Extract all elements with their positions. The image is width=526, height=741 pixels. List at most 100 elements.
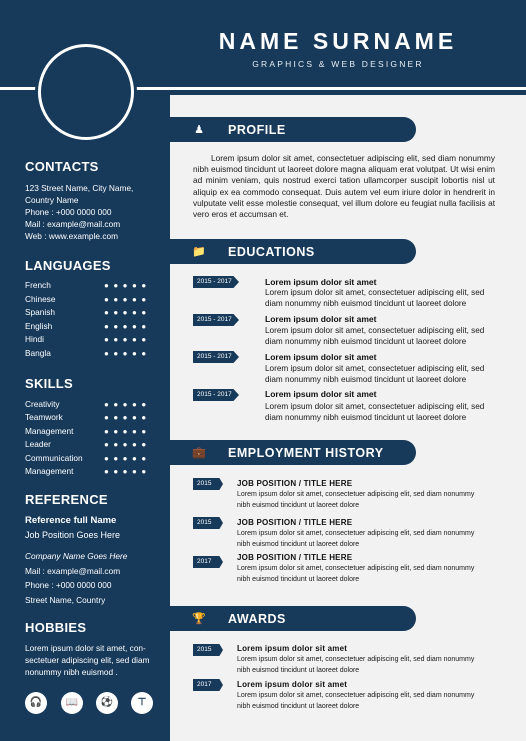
award-year-tag: 2015: [193, 644, 223, 656]
skill-item: Management ●●●●●: [25, 466, 155, 479]
education-title: Lorem ipsum dolor sit amet: [265, 277, 377, 287]
hobby-icons: 🎧 📖 ⚽ ⊤: [25, 692, 155, 716]
award-title: Lorem ipsum dolor sit amet: [237, 644, 348, 653]
employment-title: JOB POSITION / TITLE HERE: [237, 518, 353, 527]
employment-year-tag: 2015: [193, 517, 223, 529]
skill-label: Teamwork: [25, 412, 63, 422]
language-rating-dots: ●●●●●: [104, 335, 151, 344]
language-label: French: [25, 280, 51, 290]
language-item: Bangla●●●●●: [25, 348, 155, 361]
award-desc-line: nibh euismod tincidunt ut laoreet dolore: [237, 667, 360, 674]
headphones-icon: 🎧: [25, 692, 47, 714]
award-desc-line: Lorem ipsum dolor sit amet, consectetuer…: [237, 656, 475, 663]
skills-heading: SKILLS: [25, 376, 74, 391]
employment-year-tag: 2015: [193, 478, 223, 490]
language-label: Bangla: [25, 348, 51, 358]
skill-label: Management: [25, 466, 74, 476]
award-desc-line: Lorem ipsum dolor sit amet, consectetuer…: [237, 692, 475, 699]
award-desc-line: nibh euismod tincidunt ut laoreet dolore: [237, 703, 360, 710]
language-rating-dots: ●●●●●: [104, 322, 151, 331]
profile-photo-placeholder: [38, 44, 134, 140]
award-year-tag: 2017: [193, 679, 223, 691]
skill-label: Leader: [25, 439, 51, 449]
header-divider: [0, 87, 526, 90]
language-label: Hindi: [25, 334, 44, 344]
reference-name: Reference full Name: [25, 515, 117, 526]
skill-label: Management: [25, 426, 74, 436]
language-label: English: [25, 321, 53, 331]
educations-heading: EDUCATIONS: [228, 245, 315, 259]
skill-item: Communication ●●●●●: [25, 453, 155, 466]
hobbies-text-line: Lorem ipsum dolor sit amet, con-: [25, 643, 146, 653]
profile-text: Lorem ipsum dolor sit amet, consectetuer…: [193, 153, 495, 220]
hobbies-text-line: sectetuer adipiscing elit, sed diam: [25, 655, 150, 665]
skill-item: Management●●●●●: [25, 426, 155, 439]
profile-section-bar: ♟ PROFILE: [170, 117, 416, 142]
educations-section-bar: 📁 EDUCATIONS: [170, 239, 416, 264]
awards-section-bar: 🏆 AWARDS: [170, 606, 416, 631]
education-title: Lorem ipsum dolor sit amet: [265, 352, 377, 362]
language-label: Chinese: [25, 294, 56, 304]
reference-mail: Mail : example@mail.com: [25, 566, 121, 576]
language-item: English ●●●●●: [25, 321, 155, 334]
employment-section-bar: 💼 EMPLOYMENT HISTORY: [170, 440, 416, 465]
employment-year-tag: 2017: [193, 556, 223, 568]
education-years-tag: 2015 - 2017: [193, 276, 239, 288]
hobbies-text-line: nonummy nibh euismod .: [25, 667, 118, 677]
employment-desc-line: Lorem ipsum dolor sit amet, consectetuer…: [237, 565, 475, 572]
trophy-icon: 🏆: [192, 613, 206, 625]
contact-phone: Phone : +000 0000 000: [25, 207, 112, 217]
education-desc-line: Lorem ipsum dolor sit amet, consectetuer…: [265, 288, 485, 297]
education-years-tag: 2015 - 2017: [193, 351, 239, 363]
language-label: Spanish: [25, 307, 55, 317]
hobbies-heading: HOBBIES: [25, 620, 87, 635]
sidebar: [0, 95, 170, 741]
employment-desc-line: Lorem ipsum dolor sit amet, consectetuer…: [237, 491, 475, 498]
skill-item: Creativity●●●●●: [25, 399, 155, 412]
employment-title: JOB POSITION / TITLE HERE: [237, 479, 353, 488]
employment-desc-line: nibh euismod tincidunt ut laoreet dolore: [237, 576, 360, 583]
candidate-name: NAME SURNAME: [218, 28, 458, 54]
award-title: Lorem ipsum dolor sit amet: [237, 680, 348, 689]
employment-desc-line: Lorem ipsum dolor sit amet, consectetuer…: [237, 530, 475, 537]
employment-heading: EMPLOYMENT HISTORY: [228, 446, 384, 460]
education-years-tag: 2015 - 2017: [193, 389, 239, 401]
language-item: Hindi ●●●●●: [25, 334, 155, 347]
skill-rating-dots: ●●●●●: [104, 400, 151, 409]
person-icon: ♟: [194, 124, 204, 136]
contact-address-1: 123 Street Name, City Name,: [25, 183, 134, 193]
briefcase-icon: 💼: [192, 447, 206, 459]
contact-address-2: Country Name: [25, 195, 79, 205]
language-rating-dots: ●●●●●: [104, 295, 151, 304]
education-years-tag: 2015 - 2017: [193, 314, 239, 326]
contact-web: Web : www.example.com: [25, 231, 118, 241]
education-desc-line: diam nonummy nibh euismod tincidunt ut l…: [265, 299, 467, 308]
language-rating-dots: ●●●●●: [104, 308, 151, 317]
reference-company: Company Name Goes Here: [25, 551, 128, 561]
education-title: Lorem ipsum dolor sit amet: [265, 389, 377, 399]
job-title: GRAPHICS & WEB DESIGNER: [252, 59, 424, 69]
language-item: French ●●●●●: [25, 280, 155, 293]
language-rating-dots: ●●●●●: [104, 281, 151, 290]
skill-item: Teamwork ●●●●●: [25, 412, 155, 425]
skill-rating-dots: ●●●●●: [104, 413, 151, 422]
soccer-ball-icon: ⚽: [96, 692, 118, 714]
contact-mail: Mail : example@mail.com: [25, 219, 121, 229]
awards-heading: AWARDS: [228, 612, 286, 626]
language-item: Spanish ●●●●●: [25, 307, 155, 320]
skill-rating-dots: ●●●●●: [104, 467, 151, 476]
skill-rating-dots: ●●●●●: [104, 454, 151, 463]
header-stripe: [0, 90, 526, 95]
education-title: Lorem ipsum dolor sit amet: [265, 314, 377, 324]
reference-position: Job Position Goes Here: [25, 530, 121, 540]
languages-heading: LANGUAGES: [25, 258, 111, 273]
education-desc-line: Lorem ipsum dolor sit amet, consectetuer…: [265, 364, 485, 373]
education-desc-line: diam nonummy nibh euismod tincidunt ut l…: [265, 375, 467, 384]
reference-phone: Phone : +000 0000 000: [25, 580, 112, 590]
reference-heading: REFERENCE: [25, 492, 108, 507]
dumbbell-icon: ⊤: [131, 692, 153, 714]
skill-label: Communication: [25, 453, 83, 463]
book-icon: 📖: [61, 692, 83, 714]
skill-rating-dots: ●●●●●: [104, 440, 151, 449]
employment-desc-line: nibh euismod tincidunt ut laoreet dolore: [237, 502, 360, 509]
